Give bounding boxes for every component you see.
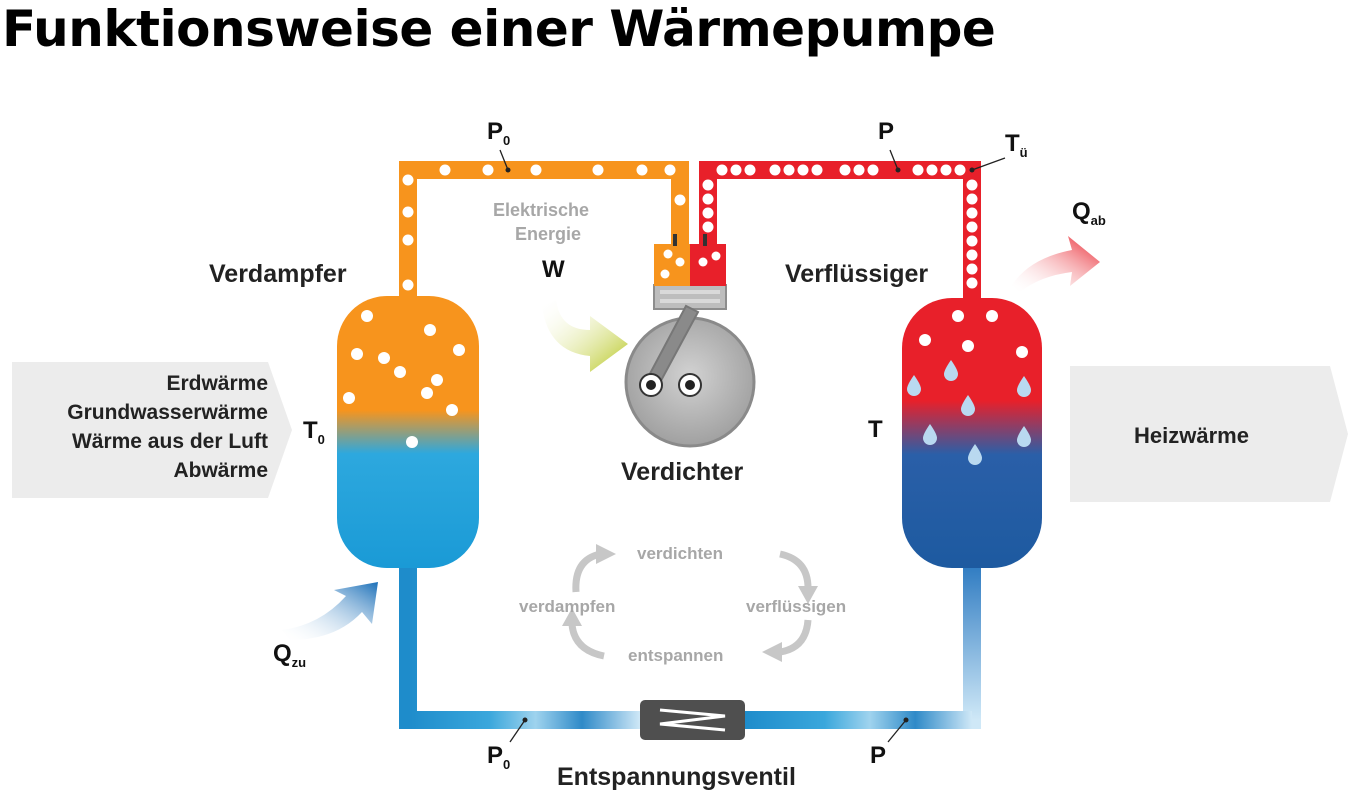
cycle-label-compress: verdichten (637, 544, 723, 563)
expansion-valve (640, 700, 745, 740)
temp-low-label: T0 (303, 417, 325, 447)
pressure-high-top-label: P (878, 118, 895, 145)
pressure-high-bottom-label: P (870, 742, 887, 769)
evaporator-tank (337, 296, 479, 568)
temp-high-label: T (868, 416, 883, 443)
heat-input-label: Qzu (273, 640, 307, 670)
cycle-label-expand: entspannen (628, 646, 724, 665)
condenser-label: Verflüssiger (785, 260, 929, 288)
cycle-label-condense: verflüssigen (746, 597, 847, 616)
heat-source-arrow (12, 362, 292, 498)
temp-superheat-label: Tü (1005, 130, 1028, 160)
cycle-arrows (568, 550, 812, 660)
condenser-tank (902, 298, 1042, 568)
compressor (624, 234, 756, 448)
work-input-arrow (542, 300, 628, 372)
source-label: Abwärme (173, 459, 268, 482)
valve-label: Entspannungsventil (557, 763, 796, 791)
heat-release-label: Qab (1072, 198, 1106, 228)
cycle-label-evaporate: verdampfen (519, 597, 616, 616)
pipe-evaporator-valve (399, 560, 640, 729)
energy-label: Elektrische (493, 200, 590, 220)
evaporator-label: Verdampfer (209, 260, 347, 288)
energy-label: Energie (515, 224, 582, 244)
source-label: Wärme aus der Luft (71, 430, 268, 453)
source-label: Grundwasserwärme (67, 401, 268, 424)
compressor-label: Verdichter (621, 458, 744, 486)
page-title: Funktionsweise einer Wärmepumpe (2, 0, 996, 58)
heat-release-arrow (1012, 236, 1100, 292)
pressure-low-top-label: P0 (487, 118, 511, 148)
pipe-bubbles (402, 164, 978, 291)
heat-output-arrow (1070, 366, 1348, 502)
heat-input-arrow (282, 582, 378, 640)
source-label: Erdwärme (166, 372, 268, 395)
output-label: Heizwärme (1134, 423, 1249, 448)
pressure-low-bottom-label: P0 (487, 742, 511, 772)
pipe-valve-condenser (745, 560, 981, 729)
condensation-droplets (907, 360, 1031, 465)
work-symbol: W (542, 256, 565, 283)
